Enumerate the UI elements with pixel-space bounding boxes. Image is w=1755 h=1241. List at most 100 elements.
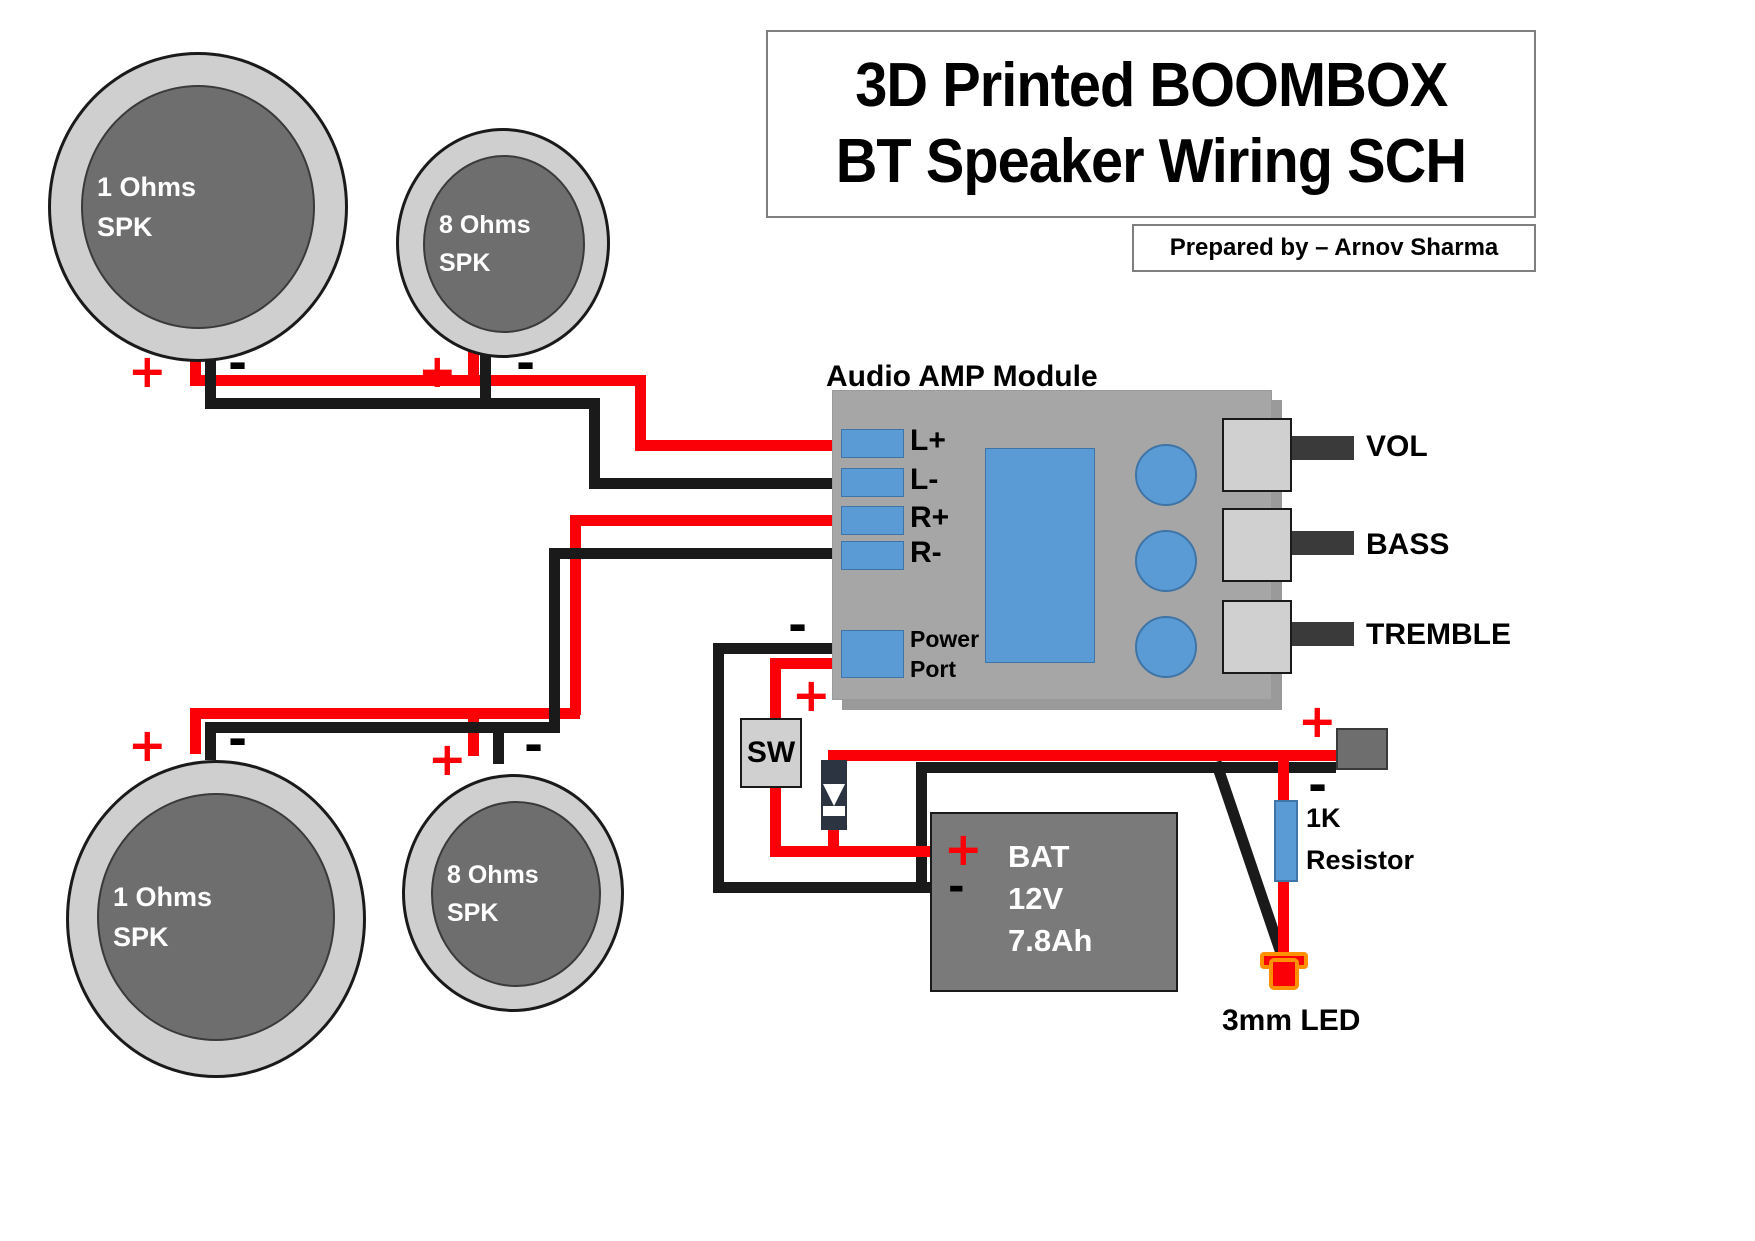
wire-bl-negative-v — [205, 722, 216, 760]
amp-terminal-l-plus[interactable] — [841, 429, 904, 458]
wire-tl-positive-v — [190, 350, 201, 386]
wire-bottom-positive-bus — [190, 708, 580, 719]
amp-pot-body-bass[interactable] — [1222, 508, 1292, 582]
wire-sw-out-down — [770, 785, 781, 857]
wire-jack-plus-bus — [828, 750, 1348, 761]
wire-l-minus — [589, 478, 851, 489]
wire-top-negative-bus — [205, 398, 600, 409]
wire-power-plus-down — [770, 658, 781, 740]
speaker-bottom-right[interactable]: 8 Ohms SPK — [402, 774, 624, 1012]
wire-bat-minus-top — [916, 762, 1336, 773]
amp-control-label-vol: VOL — [1366, 430, 1428, 463]
speaker-top-right-cone: 8 Ohms SPK — [423, 155, 585, 333]
amp-module-title: Audio AMP Module — [826, 360, 1098, 393]
wire-bat-plus-bus — [770, 846, 940, 857]
amp-terminal-r-minus-label: R- — [910, 536, 942, 569]
battery-label-2: 12V — [1008, 881, 1064, 916]
amp-pot-shaft-bass — [1292, 531, 1354, 555]
power-jack[interactable] — [1336, 728, 1388, 770]
wire-br-negative-v — [493, 722, 504, 764]
wire-top-negative-drop — [589, 398, 600, 486]
wire-power-minus-bottom — [713, 882, 938, 893]
speaker-bottom-left-plus: + — [128, 718, 167, 772]
speaker-top-left-type: SPK — [97, 212, 153, 242]
wire-r-minus — [549, 548, 852, 559]
wire-tl-negative-v — [205, 350, 216, 406]
speaker-bottom-right-cone: 8 Ohms SPK — [431, 801, 601, 987]
speaker-bottom-right-plus: + — [428, 732, 467, 786]
speaker-top-right-type: SPK — [439, 249, 491, 277]
power-switch-label: SW — [746, 736, 796, 769]
resistor-value: 1K — [1306, 803, 1341, 833]
prepared-by-box: Prepared by – Arnov Sharma — [1132, 224, 1536, 272]
amp-terminal-l-minus[interactable] — [841, 468, 904, 497]
wire-bottom-negative-bus — [205, 722, 560, 733]
amp-control-label-bass: BASS — [1366, 528, 1450, 561]
power-switch[interactable]: SW — [740, 718, 802, 788]
led-label: 3mm LED — [1222, 1004, 1361, 1037]
amp-power-port[interactable] — [841, 630, 904, 678]
battery-label-3: 7.8Ah — [1008, 923, 1093, 958]
wire-bl-positive-v — [190, 712, 201, 754]
amp-terminal-r-plus[interactable] — [841, 506, 904, 535]
wire-top-positive-drop — [635, 375, 646, 450]
speaker-top-right[interactable]: 8 Ohms SPK — [396, 128, 610, 358]
amp-power-port-label-1: Power — [910, 626, 980, 652]
resistor[interactable] — [1274, 800, 1298, 882]
amp-terminal-l-minus-label: L- — [910, 463, 939, 496]
wire-tr-positive-v — [468, 350, 479, 380]
amp-terminal-l-plus-label: L+ — [910, 424, 946, 457]
speaker-bottom-left-impedance: 1 Ohms — [113, 882, 213, 912]
amp-control-label-tremble: TREMBLE — [1366, 618, 1511, 651]
amp-pot-body-vol[interactable] — [1222, 418, 1292, 492]
amp-pot-shaft-vol — [1292, 436, 1354, 460]
title-line-1: 3D Printed BOOMBOX — [855, 51, 1448, 120]
wire-bottom-positive-riser — [570, 515, 581, 715]
title-box: 3D Printed BOOMBOX BT Speaker Wiring SCH — [766, 30, 1536, 218]
wire-led-anode-top — [1278, 750, 1289, 810]
battery[interactable] — [930, 812, 1178, 992]
speaker-top-left[interactable]: 1 Ohms SPK — [48, 52, 348, 362]
amp-power-port-minus: - — [788, 598, 808, 652]
battery-plus: + — [944, 822, 983, 876]
wire-bat-minus-riser — [916, 762, 927, 893]
speaker-bottom-left[interactable]: 1 Ohms SPK — [66, 760, 366, 1078]
wire-power-plus-in — [770, 658, 852, 669]
title-line-2: BT Speaker Wiring SCH — [835, 127, 1467, 196]
amp-pot-circle-bass — [1135, 530, 1197, 592]
speaker-top-left-minus: - — [228, 336, 248, 390]
speaker-top-left-plus: + — [128, 344, 167, 398]
speaker-bottom-left-minus: - — [228, 712, 248, 766]
led-3mm[interactable] — [1258, 946, 1310, 994]
speaker-top-right-impedance: 8 Ohms — [439, 211, 531, 239]
wire-fuse-bottom — [828, 826, 839, 856]
wire-power-minus-left — [713, 643, 724, 893]
speaker-bottom-right-impedance: 8 Ohms — [447, 861, 539, 889]
speaker-bottom-right-type: SPK — [447, 899, 499, 927]
speaker-bottom-right-minus: - — [524, 718, 544, 772]
wire-tr-negative-v — [480, 350, 491, 406]
resistor-unit-label: Resistor — [1306, 845, 1415, 875]
battery-minus: - — [948, 864, 965, 910]
wire-r-plus — [570, 515, 852, 526]
wire-l-plus — [635, 440, 850, 451]
speaker-top-left-impedance: 1 Ohms — [97, 172, 197, 202]
wire-top-positive-bus — [190, 375, 646, 386]
speaker-top-right-minus: - — [516, 336, 536, 390]
speaker-bottom-left-cone: 1 Ohms SPK — [97, 793, 335, 1041]
fuse-diode-symbol — [821, 760, 847, 830]
amp-power-port-plus: + — [792, 668, 831, 722]
amp-terminal-r-plus-label: R+ — [910, 501, 950, 534]
speaker-top-left-cone: 1 Ohms SPK — [81, 85, 315, 329]
amp-power-port-label-2: Port — [910, 656, 956, 682]
wire-bottom-negative-riser — [549, 548, 560, 733]
amp-pot-shaft-tremble — [1292, 622, 1354, 646]
amp-terminal-r-minus[interactable] — [841, 541, 904, 570]
amp-ic-chip — [985, 448, 1095, 663]
power-jack-minus: - — [1308, 758, 1328, 812]
amp-pot-body-tremble[interactable] — [1222, 600, 1292, 674]
battery-label-1: BAT — [1008, 839, 1070, 874]
speaker-top-right-plus: + — [418, 344, 457, 398]
wire-power-minus-top — [713, 643, 853, 654]
